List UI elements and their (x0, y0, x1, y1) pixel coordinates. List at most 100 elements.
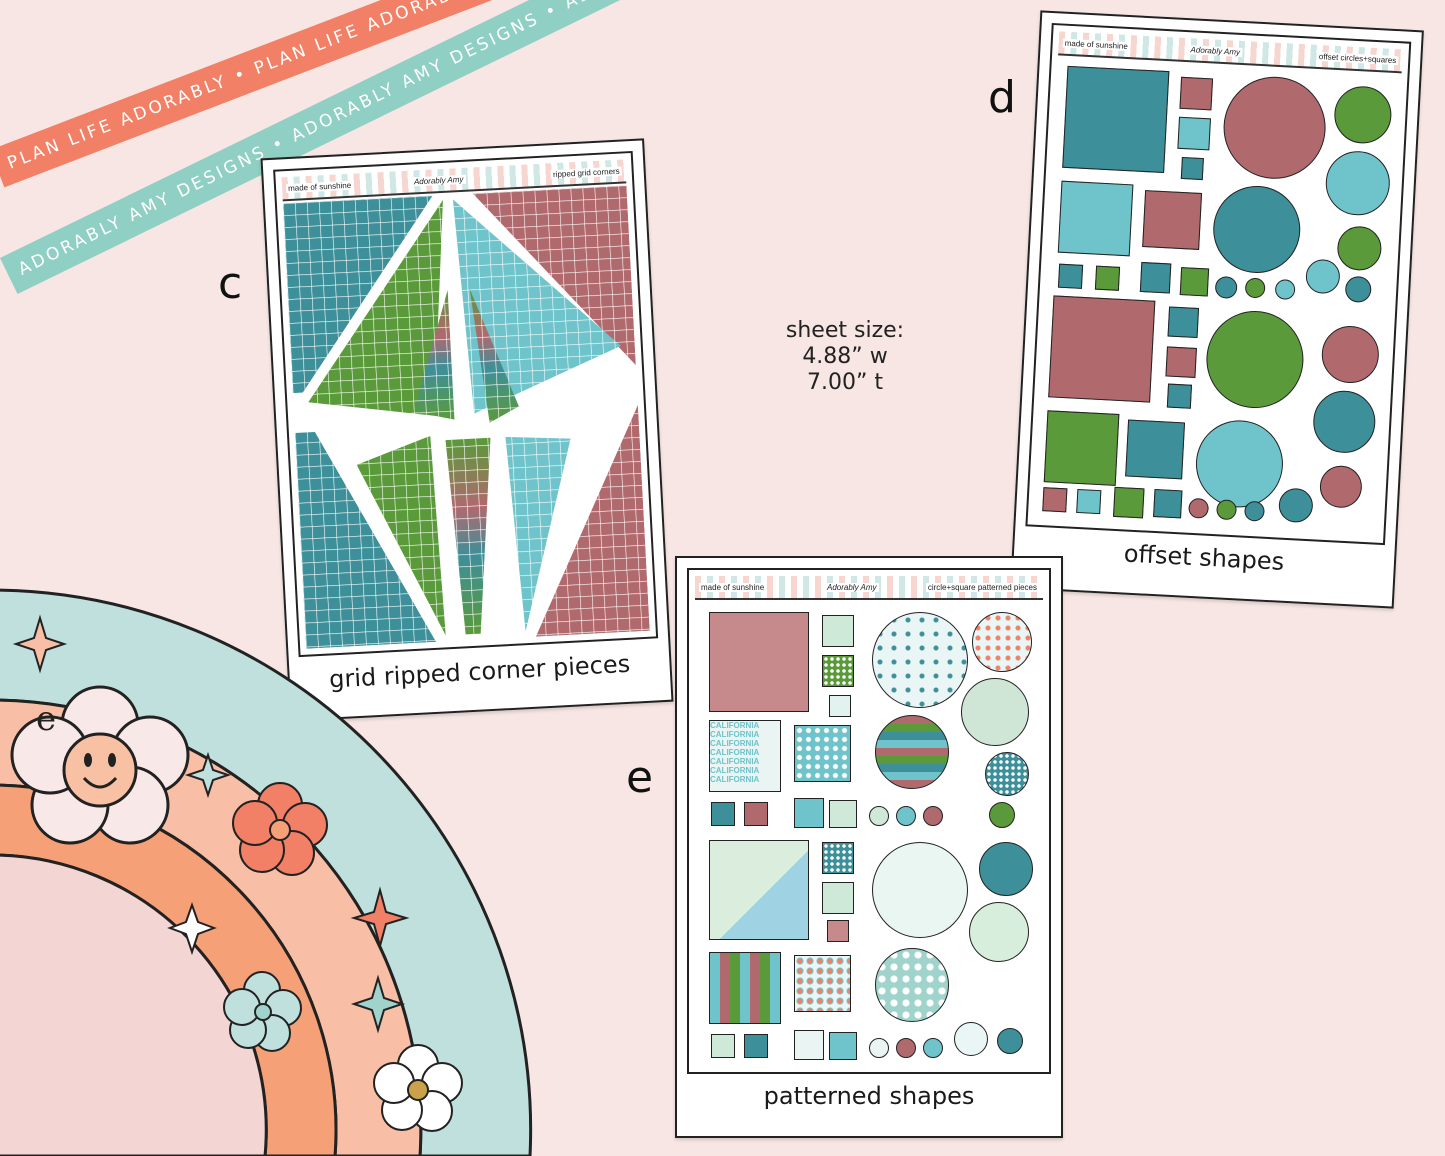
sparkle-icon-1 (12, 614, 68, 674)
pattern-square-green-dots (822, 655, 854, 687)
rainbow-decoration: e (0, 588, 533, 1156)
pattern-square-mint-small (822, 615, 854, 647)
pattern-square-ca-text (709, 952, 781, 1024)
sheet-e-kit-name: circle+square patterned pieces (925, 583, 1039, 592)
pattern-circle-dot-5 (869, 1038, 889, 1058)
pattern-square-mini-7 (711, 1034, 735, 1058)
circle-rose-dot (1188, 497, 1210, 519)
pattern-text-3: CALIFORNIA (710, 739, 760, 748)
sheet-e-sticker-area: made of sunshine Adorably Amy circle+squ… (687, 568, 1051, 1074)
sheet-c-stickers (282, 185, 650, 649)
pattern-square-mini-6 (827, 920, 849, 942)
circle-aqua-large (1193, 418, 1286, 510)
square-teal-small-2 (1167, 306, 1200, 339)
square-aqua-medium (1057, 180, 1134, 257)
square-teal-tiny-2 (1166, 383, 1193, 409)
sheet-c-sticker-area: made of sunshine Adorably Amy ripped gri… (273, 150, 659, 658)
pattern-circle-mint-script (969, 902, 1029, 962)
square-teal-large (1062, 65, 1170, 174)
circle-green-dot-1 (1244, 277, 1266, 299)
rainbow-band-pink (0, 853, 268, 1156)
sheet-d-brand: made of sunshine (1062, 38, 1131, 52)
pattern-circle-california (872, 842, 968, 938)
pattern-text-1: CALIFORNIA (710, 721, 760, 730)
pattern-circle-dot-6 (896, 1038, 916, 1058)
pattern-square-california-text: CALIFORNIA CALIFORNIA CALIFORNIA CALIFOR… (709, 720, 781, 792)
square-teal-mini-2 (1139, 261, 1172, 294)
label-e: e (626, 752, 654, 803)
pattern-circle-dot-1 (869, 806, 889, 826)
pattern-square-mini-5 (829, 800, 857, 828)
coral-flower-icon (232, 782, 328, 876)
sheet-e-logo: Adorably Amy (825, 583, 879, 592)
sheet-size-title: sheet size: (785, 318, 905, 343)
sparkle-icon-3 (167, 901, 217, 956)
circle-teal-medium (1311, 389, 1377, 455)
sheet-c-kit-name: ripped grid corners (550, 166, 622, 180)
pattern-circle-palms (872, 612, 968, 708)
pattern-text-4: CALIFORNIA (710, 748, 760, 757)
circle-green-dot-2 (1216, 499, 1238, 521)
pattern-square-mint-2 (822, 882, 854, 914)
square-aqua-mini (1076, 488, 1102, 515)
circle-aqua-medium (1324, 149, 1392, 217)
pattern-circle-dot-4 (989, 802, 1015, 828)
sheet-size-height: 7.00” t (806, 370, 883, 395)
mint-flower-icon (223, 971, 302, 1052)
circle-teal-small (1344, 275, 1372, 304)
sheet-d-header: made of sunshine Adorably Amy offset cir… (1058, 31, 1403, 74)
circle-rose-large (1220, 74, 1329, 182)
square-green-large (1043, 410, 1120, 486)
sheet-e-caption: patterned shapes (763, 1082, 975, 1110)
square-green-mini-2 (1179, 267, 1210, 297)
square-teal-medium (1125, 419, 1186, 480)
pattern-circle-teal-dots (985, 752, 1029, 796)
pattern-square-flowers (794, 955, 851, 1012)
circle-aqua-dot-1 (1274, 279, 1296, 301)
pattern-circle-dot-8 (997, 1028, 1023, 1054)
circle-green-large (1203, 308, 1306, 411)
pattern-circle-dot-2 (896, 806, 916, 826)
circle-teal-small-3 (1277, 487, 1314, 524)
pattern-circle-flowers (972, 612, 1032, 672)
circle-teal-dot-1 (1214, 275, 1238, 300)
square-teal-mini-1 (1057, 263, 1084, 289)
pattern-circle-scallops (875, 715, 949, 789)
sheet-size-info: sheet size: 4.88” w 7.00” t (760, 318, 930, 396)
circle-green-small (1336, 225, 1383, 272)
pattern-circle-map-small (961, 678, 1029, 746)
sheet-d-sticker-area: made of sunshine Adorably Amy offset cir… (1025, 22, 1412, 546)
sheet-e-brand: made of sunshine (699, 583, 767, 592)
circle-teal-large (1211, 183, 1303, 276)
sparkle-icon-4 (350, 886, 410, 950)
circle-green-medium (1332, 84, 1393, 145)
square-rose-medium (1142, 190, 1203, 250)
pattern-text-5: CALIFORNIA (710, 757, 760, 766)
pattern-square-mini-1 (829, 695, 851, 717)
label-c: c (218, 258, 243, 309)
pattern-square-mini-4 (794, 798, 824, 828)
sheet-d-logo: Adorably Amy (1188, 45, 1243, 57)
sheet-e-header: made of sunshine Adorably Amy circle+squ… (695, 576, 1043, 600)
sparkle-icon-2 (184, 751, 232, 799)
pattern-square-mini-10 (829, 1032, 857, 1060)
sheet-d-kit-name: offset circles+squares (1316, 51, 1399, 66)
pattern-text-2: CALIFORNIA (710, 730, 760, 739)
sheet-c-brand: made of sunshine (285, 180, 354, 194)
pattern-square-mini-2 (711, 802, 735, 826)
square-teal-tiny (1180, 156, 1204, 181)
pattern-circle-dot-3 (923, 806, 943, 826)
circle-rose-medium (1320, 324, 1381, 385)
sparkle-icon-5 (350, 974, 406, 1034)
daisy-flower-icon (373, 1044, 463, 1132)
pattern-square-map (709, 840, 809, 940)
pattern-square-teal-dots (822, 842, 854, 874)
pattern-square-stars (794, 725, 851, 782)
pattern-text-7: CALIFORNIA (710, 775, 760, 784)
pattern-circle-teal-swirl (979, 842, 1033, 896)
circle-aqua-small (1305, 258, 1341, 295)
sheet-c-logo: Adorably Amy (411, 174, 466, 187)
circle-rose-small (1318, 464, 1363, 509)
pattern-square-mini-3 (744, 802, 768, 826)
pattern-square-rose-script (709, 612, 809, 712)
